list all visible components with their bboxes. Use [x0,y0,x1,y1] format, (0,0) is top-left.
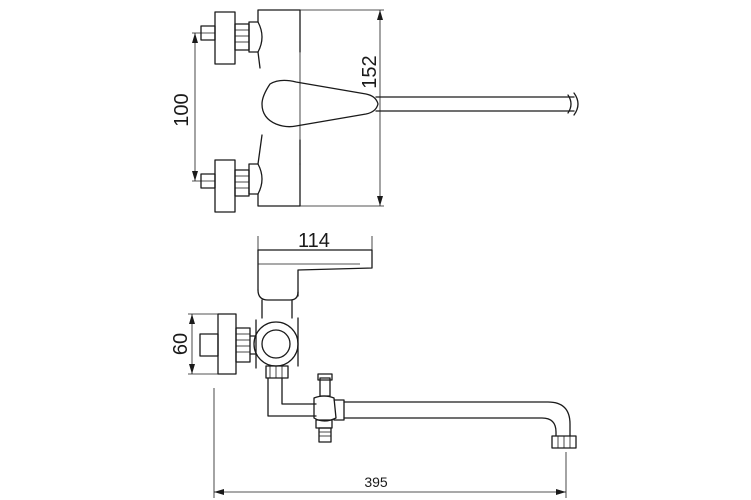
spout-pipe-top [375,92,579,116]
dimension-label-60: 60 [170,333,192,355]
dimension-label-100: 100 [171,93,193,126]
dimension-body-depth [188,313,218,375]
dimension-label-114: 114 [298,230,330,252]
mixer-body-side [253,317,299,369]
dimension-handle-length [257,236,373,251]
wall-flange-side [199,313,257,375]
dimension-overall-height [300,9,384,207]
dimension-inlet-spacing [192,32,215,182]
diverter-assembly [265,365,345,443]
lever-handle-side [257,249,373,319]
side-view: 114 60 395 [170,230,577,498]
spout-side [343,401,577,449]
top-view: 100 152 [171,9,579,213]
lever-handle-top [261,79,379,128]
dimension-label-395: 395 [364,474,388,490]
mixer-body-top [257,9,301,207]
lower-wall-flange [200,159,263,213]
dimension-label-152: 152 [359,55,381,88]
upper-wall-flange [200,11,263,65]
dimension-spout-reach [213,388,567,498]
